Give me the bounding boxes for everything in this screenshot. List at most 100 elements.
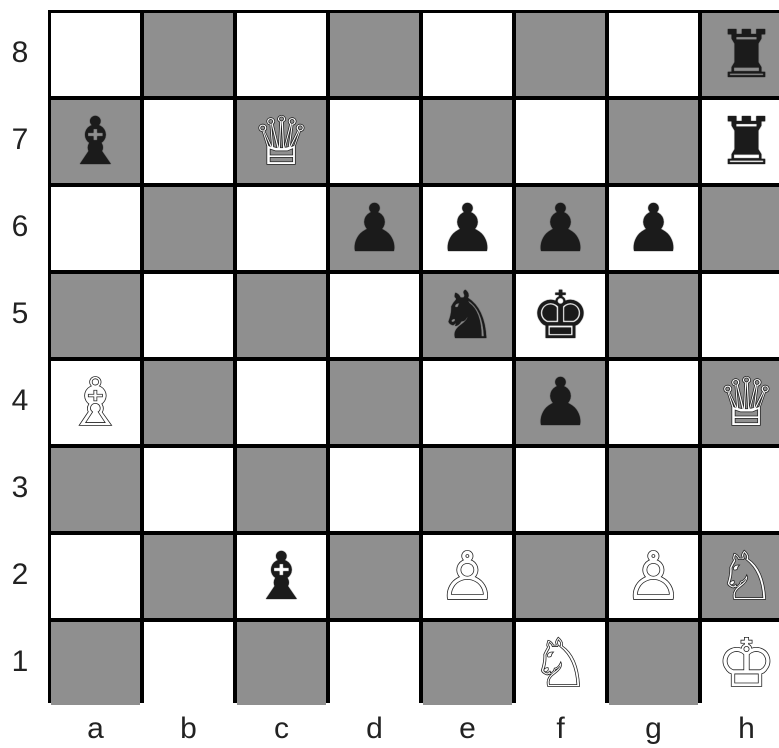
square-c6[interactable] xyxy=(237,187,326,270)
square-h6[interactable] xyxy=(702,187,779,270)
white-queen-icon[interactable]: ♕ xyxy=(717,370,776,436)
square-c5[interactable] xyxy=(237,274,326,357)
square-e1[interactable] xyxy=(423,622,512,705)
white-knight-icon[interactable]: ♘ xyxy=(717,544,776,610)
black-rook-icon[interactable]: ♜ xyxy=(717,22,776,88)
square-b5[interactable] xyxy=(144,274,233,357)
rank-label-3: 3 xyxy=(0,471,40,505)
white-pawn-icon[interactable]: ♙ xyxy=(624,544,683,610)
black-pawn-icon[interactable]: ♟ xyxy=(531,196,590,262)
square-d5[interactable] xyxy=(330,274,419,357)
square-c7[interactable]: ♕ xyxy=(237,100,326,183)
black-pawn-icon[interactable]: ♟ xyxy=(531,370,590,436)
square-h5[interactable] xyxy=(702,274,779,357)
square-a6[interactable] xyxy=(51,187,140,270)
square-d8[interactable] xyxy=(330,13,419,96)
square-g2[interactable]: ♙ xyxy=(609,535,698,618)
square-a2[interactable] xyxy=(51,535,140,618)
square-b3[interactable] xyxy=(144,448,233,531)
square-b6[interactable] xyxy=(144,187,233,270)
square-a3[interactable] xyxy=(51,448,140,531)
square-c3[interactable] xyxy=(237,448,326,531)
square-g7[interactable] xyxy=(609,100,698,183)
rank-label-1: 1 xyxy=(0,645,40,679)
square-f4[interactable]: ♟ xyxy=(516,361,605,444)
file-label-g: g xyxy=(609,712,698,746)
file-label-f: f xyxy=(516,712,605,746)
square-f8[interactable] xyxy=(516,13,605,96)
white-king-icon[interactable]: ♔ xyxy=(717,631,776,697)
square-e6[interactable]: ♟ xyxy=(423,187,512,270)
square-f3[interactable] xyxy=(516,448,605,531)
square-b2[interactable] xyxy=(144,535,233,618)
square-f7[interactable] xyxy=(516,100,605,183)
square-e7[interactable] xyxy=(423,100,512,183)
rank-label-8: 8 xyxy=(0,36,40,70)
rank-label-4: 4 xyxy=(0,384,40,418)
white-pawn-icon[interactable]: ♙ xyxy=(438,544,497,610)
square-h8[interactable]: ♜ xyxy=(702,13,779,96)
square-f5[interactable]: ♚ xyxy=(516,274,605,357)
file-label-d: d xyxy=(330,712,419,746)
square-f6[interactable]: ♟ xyxy=(516,187,605,270)
white-bishop-icon[interactable]: ♗ xyxy=(66,370,125,436)
file-label-a: a xyxy=(51,712,140,746)
square-d3[interactable] xyxy=(330,448,419,531)
square-b4[interactable] xyxy=(144,361,233,444)
square-b1[interactable] xyxy=(144,622,233,705)
rank-label-2: 2 xyxy=(0,558,40,592)
file-label-h: h xyxy=(702,712,779,746)
square-e3[interactable] xyxy=(423,448,512,531)
black-pawn-icon[interactable]: ♟ xyxy=(624,196,683,262)
black-bishop-icon[interactable]: ♝ xyxy=(252,544,311,610)
square-e5[interactable]: ♞ xyxy=(423,274,512,357)
square-f2[interactable] xyxy=(516,535,605,618)
black-knight-icon[interactable]: ♞ xyxy=(438,283,497,349)
square-e8[interactable] xyxy=(423,13,512,96)
square-a1[interactable] xyxy=(51,622,140,705)
file-label-e: e xyxy=(423,712,512,746)
black-bishop-icon[interactable]: ♝ xyxy=(66,109,125,175)
square-g1[interactable] xyxy=(609,622,698,705)
square-h1[interactable]: ♔ xyxy=(702,622,779,705)
square-c2[interactable]: ♝ xyxy=(237,535,326,618)
black-pawn-icon[interactable]: ♟ xyxy=(345,196,404,262)
white-queen-icon[interactable]: ♕ xyxy=(252,109,311,175)
square-b7[interactable] xyxy=(144,100,233,183)
square-g6[interactable]: ♟ xyxy=(609,187,698,270)
square-e4[interactable] xyxy=(423,361,512,444)
square-h2[interactable]: ♘ xyxy=(702,535,779,618)
square-g5[interactable] xyxy=(609,274,698,357)
square-d4[interactable] xyxy=(330,361,419,444)
square-a4[interactable]: ♗ xyxy=(51,361,140,444)
square-d6[interactable]: ♟ xyxy=(330,187,419,270)
square-a5[interactable] xyxy=(51,274,140,357)
file-label-c: c xyxy=(237,712,326,746)
board-grid: ♜ ♝ ♕ ♜ ♟ ♟ ♟ ♟ ♞ ♚ ♗ ♟ ♕ ♝ ♙ ♙ ♘ ♘ ♔ xyxy=(51,13,779,703)
square-a8[interactable] xyxy=(51,13,140,96)
square-g4[interactable] xyxy=(609,361,698,444)
black-pawn-icon[interactable]: ♟ xyxy=(438,196,497,262)
square-c1[interactable] xyxy=(237,622,326,705)
black-rook-icon[interactable]: ♜ xyxy=(717,109,776,175)
square-h4[interactable]: ♕ xyxy=(702,361,779,444)
square-h3[interactable] xyxy=(702,448,779,531)
square-a7[interactable]: ♝ xyxy=(51,100,140,183)
square-d1[interactable] xyxy=(330,622,419,705)
square-b8[interactable] xyxy=(144,13,233,96)
square-g3[interactable] xyxy=(609,448,698,531)
square-c4[interactable] xyxy=(237,361,326,444)
square-f1[interactable]: ♘ xyxy=(516,622,605,705)
black-king-icon[interactable]: ♚ xyxy=(531,283,590,349)
rank-label-6: 6 xyxy=(0,210,40,244)
square-d7[interactable] xyxy=(330,100,419,183)
white-knight-icon[interactable]: ♘ xyxy=(531,631,590,697)
square-g8[interactable] xyxy=(609,13,698,96)
rank-label-5: 5 xyxy=(0,297,40,331)
square-d2[interactable] xyxy=(330,535,419,618)
rank-label-7: 7 xyxy=(0,123,40,157)
square-c8[interactable] xyxy=(237,13,326,96)
square-h7[interactable]: ♜ xyxy=(702,100,779,183)
file-label-b: b xyxy=(144,712,233,746)
square-e2[interactable]: ♙ xyxy=(423,535,512,618)
